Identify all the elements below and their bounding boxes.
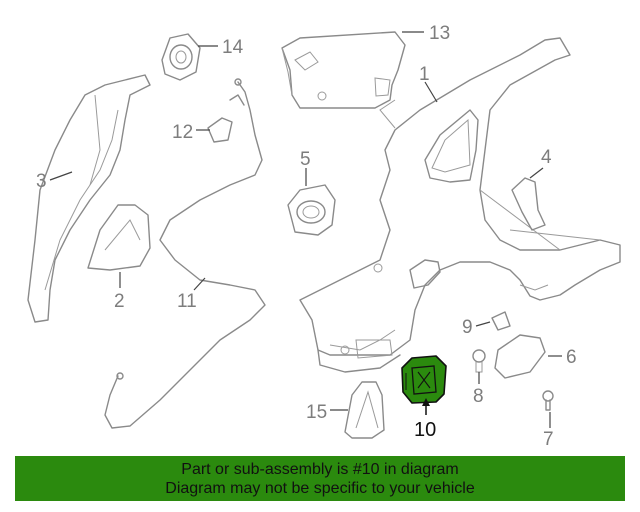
- part-3-pillar-trim: [27, 74, 151, 323]
- part-7-screw: [542, 390, 554, 411]
- callout-10: 10: [414, 419, 436, 441]
- callout-15: 15: [306, 402, 327, 423]
- banner-line-1: Part or sub-assembly is #10 in diagram: [181, 461, 459, 478]
- callout-11: 11: [177, 291, 197, 312]
- part-8-clip: [472, 349, 486, 373]
- part-13-canister: [281, 31, 406, 109]
- parts-diagram: 13 14 1 3 4 5 12 2 11 9 6 8 7 15 10: [27, 23, 621, 450]
- callout-5: 5: [300, 149, 311, 170]
- part-11-cable: [104, 78, 266, 429]
- part-5-fuel-housing: [287, 184, 336, 236]
- callout-1: 1: [419, 64, 430, 85]
- callout-8: 8: [473, 386, 484, 407]
- callout-14: 14: [222, 37, 244, 58]
- info-banner: Part or sub-assembly is #10 in diagram D…: [15, 456, 625, 501]
- part-14-filler-cap: [161, 33, 201, 81]
- callout-7: 7: [543, 429, 554, 450]
- part-10-highlighted: [401, 355, 447, 404]
- part-2-bracket: [87, 204, 151, 271]
- banner-line-2: Diagram may not be specific to your vehi…: [165, 480, 475, 497]
- part-1-quarter-panel: [299, 37, 621, 373]
- callout-6: 6: [566, 347, 577, 368]
- part-4-clip: [511, 177, 546, 231]
- callout-13: 13: [429, 23, 450, 44]
- callout-12: 12: [172, 122, 193, 143]
- callout-2: 2: [114, 291, 125, 312]
- part-6-fuel-door: [494, 334, 546, 379]
- part-12-actuator: [207, 117, 233, 143]
- callout-4: 4: [541, 147, 552, 168]
- part-9-grommet: [491, 311, 511, 331]
- callout-9: 9: [462, 317, 473, 338]
- callout-3: 3: [36, 171, 47, 192]
- part-15-bracket: [344, 381, 385, 439]
- leader-lines: [49, 31, 562, 428]
